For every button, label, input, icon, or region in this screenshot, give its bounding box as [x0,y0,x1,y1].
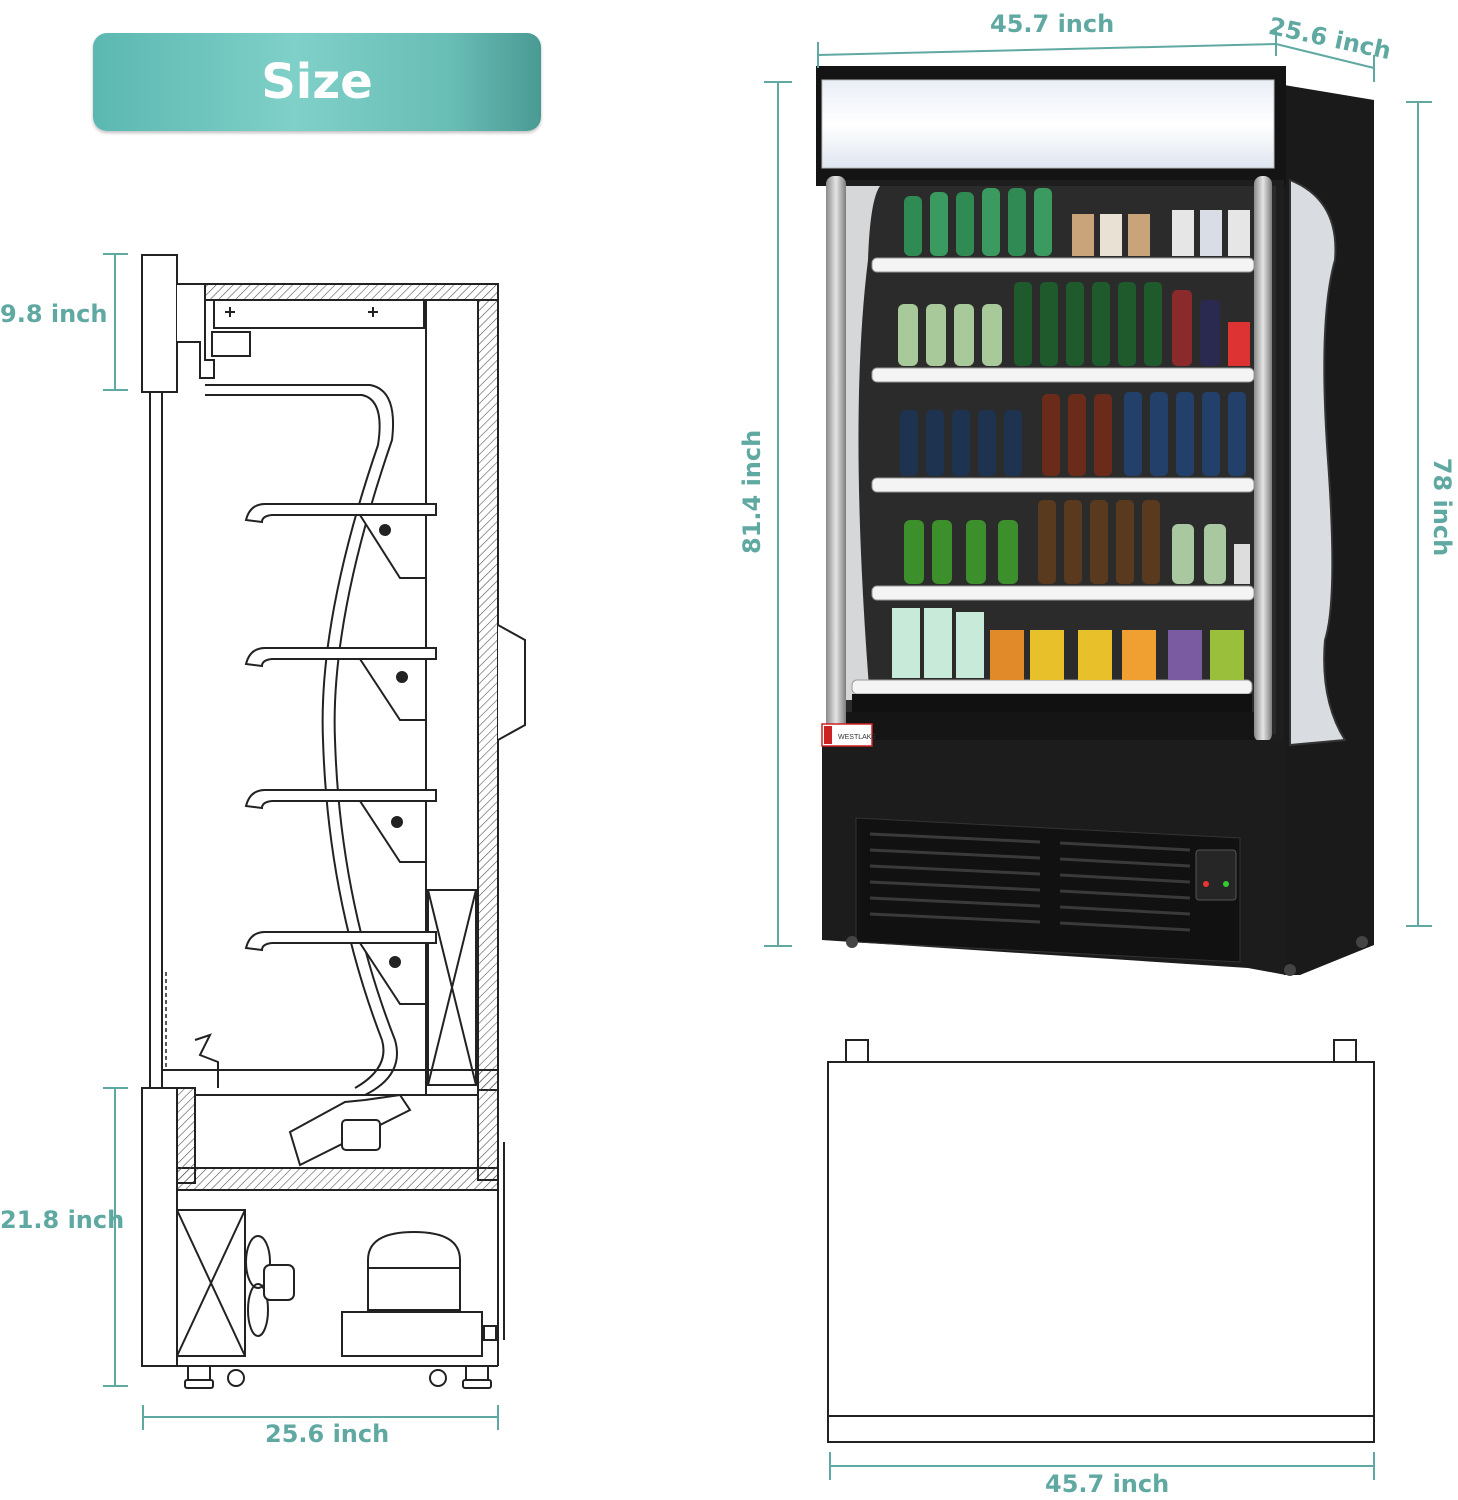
vent-louvers [869,832,1191,932]
brand-label: WESTLAKE [838,734,876,741]
side-shelves [244,503,437,1005]
control-panel [1195,849,1237,901]
top-view-drawing [827,1039,1375,1443]
top-section-height-label: 9.8 inch [0,300,108,328]
bottles-row-4 [904,500,1250,584]
size-title: Size [261,54,373,110]
side-view-drawing [141,254,526,1389]
total-height-label: 81.4 inch [738,429,766,554]
brand-plate [821,723,873,747]
bottles-row-1 [904,188,1250,256]
side-depth-label: 25.6 inch [265,1420,390,1448]
bottles-row-3 [900,392,1246,476]
side-dimension-lines [103,253,499,1430]
refrigerator-product: WESTLAKE [816,66,1374,976]
front-shelves [851,257,1255,695]
front-width-label: 45.7 inch [990,10,1115,38]
bottom-section-height-label: 21.8 inch [0,1206,125,1234]
bottles-row-2 [898,282,1250,366]
body-height-label: 78 inch [1428,457,1456,557]
cartons-row [892,608,1244,680]
top-dimension-lines [829,1452,1375,1480]
top-view-width-label: 45.7 inch [1045,1470,1170,1498]
size-banner: Size [93,33,541,131]
front-dimension-lines [764,30,1432,947]
